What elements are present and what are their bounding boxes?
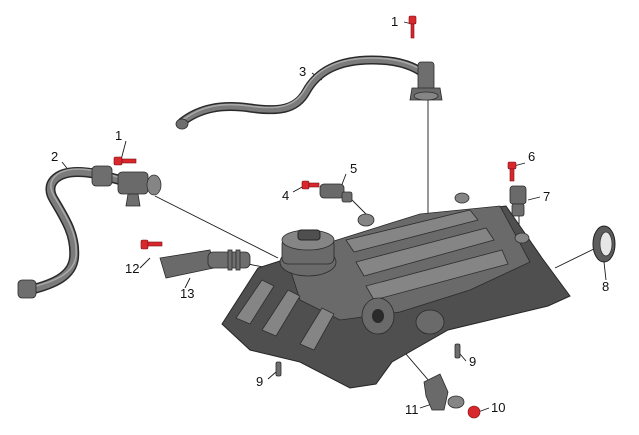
callout-9-right: 9: [469, 354, 476, 369]
callout-12: 12: [125, 261, 139, 276]
valve-cover: [221, 192, 571, 389]
callout-8: 8: [602, 279, 609, 294]
callout-1-top: 1: [391, 14, 398, 29]
dowel-pin-9-right: [454, 343, 461, 359]
sensor-11: [423, 373, 465, 411]
breather-hose-upper: [175, 55, 443, 130]
callout-9-left: 9: [256, 374, 263, 389]
bolt-4: [301, 180, 320, 190]
callout-7: 7: [543, 189, 550, 204]
callout-13: 13: [180, 286, 194, 301]
seal-ring-8: [592, 225, 616, 263]
callout-10: 10: [491, 400, 505, 415]
callout-11: 11: [405, 402, 419, 417]
callout-2: 2: [51, 149, 58, 164]
dowel-pin-9-left: [275, 361, 282, 377]
bolt-12: [140, 239, 163, 250]
bolt-10: [467, 405, 481, 419]
sensor-5: [319, 183, 353, 203]
sensor-7: [509, 185, 527, 217]
callout-4: 4: [282, 188, 289, 203]
bolt-6: [507, 161, 517, 182]
callout-5: 5: [350, 161, 357, 176]
callout-labels: 1 1 2 3 4 5 6 7 8 9 9 10 11 12 13: [51, 14, 609, 417]
callout-3: 3: [299, 64, 306, 79]
bolt-1-left: [113, 156, 137, 166]
callout-1-left: 1: [115, 128, 122, 143]
breather-hose-left: [17, 165, 162, 299]
callout-6: 6: [528, 149, 535, 164]
bolt-1-top: [408, 15, 417, 39]
solenoid-13: [159, 249, 251, 279]
